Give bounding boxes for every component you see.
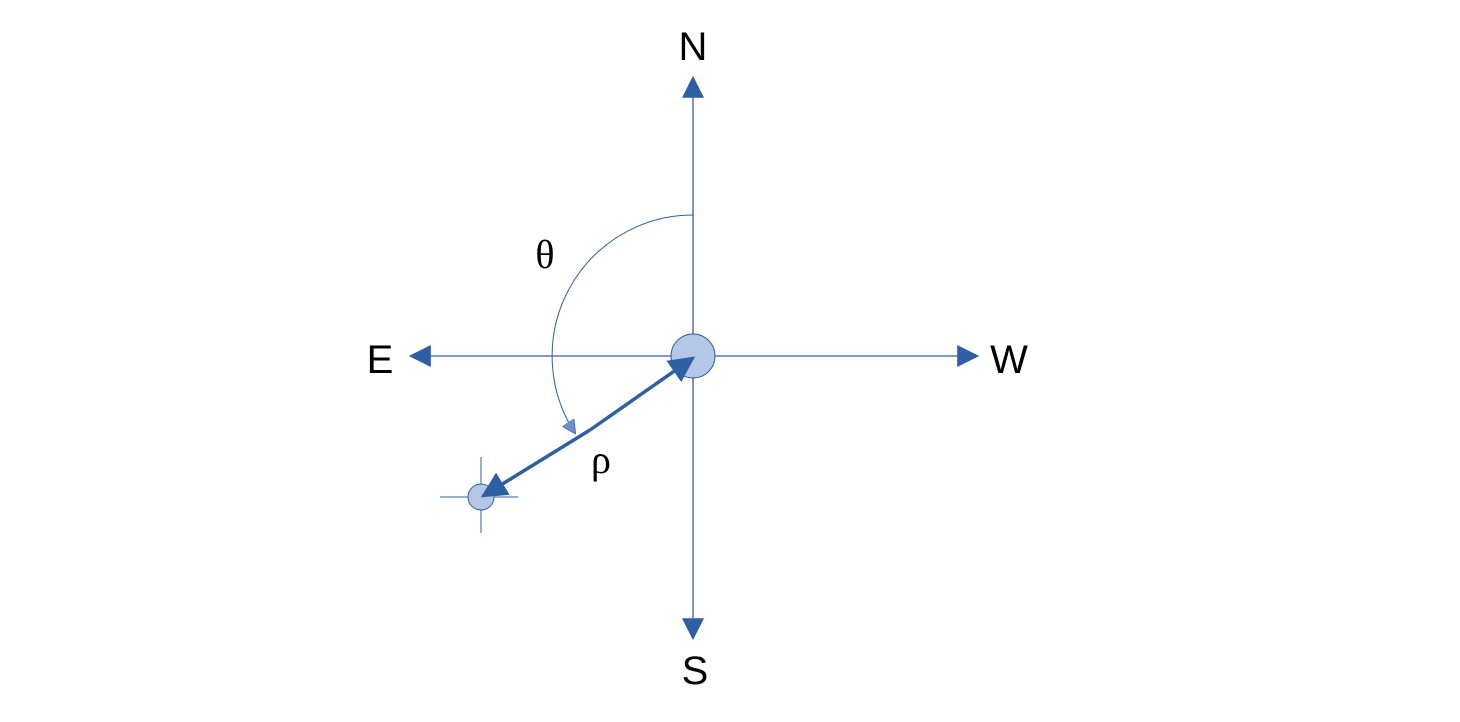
rho-label: ρ xyxy=(591,437,611,482)
south-label: S xyxy=(682,649,709,693)
primary-star-marker xyxy=(670,333,716,379)
west-label: W xyxy=(990,338,1028,382)
rho-separation-vector xyxy=(588,356,696,432)
secondary-star-marker xyxy=(467,483,495,511)
east-label: E xyxy=(367,338,394,382)
theta-label: θ xyxy=(535,232,554,277)
theta-angle-arc xyxy=(551,214,694,433)
north-label: N xyxy=(679,25,708,69)
rho-separation-vector-return xyxy=(480,428,591,498)
